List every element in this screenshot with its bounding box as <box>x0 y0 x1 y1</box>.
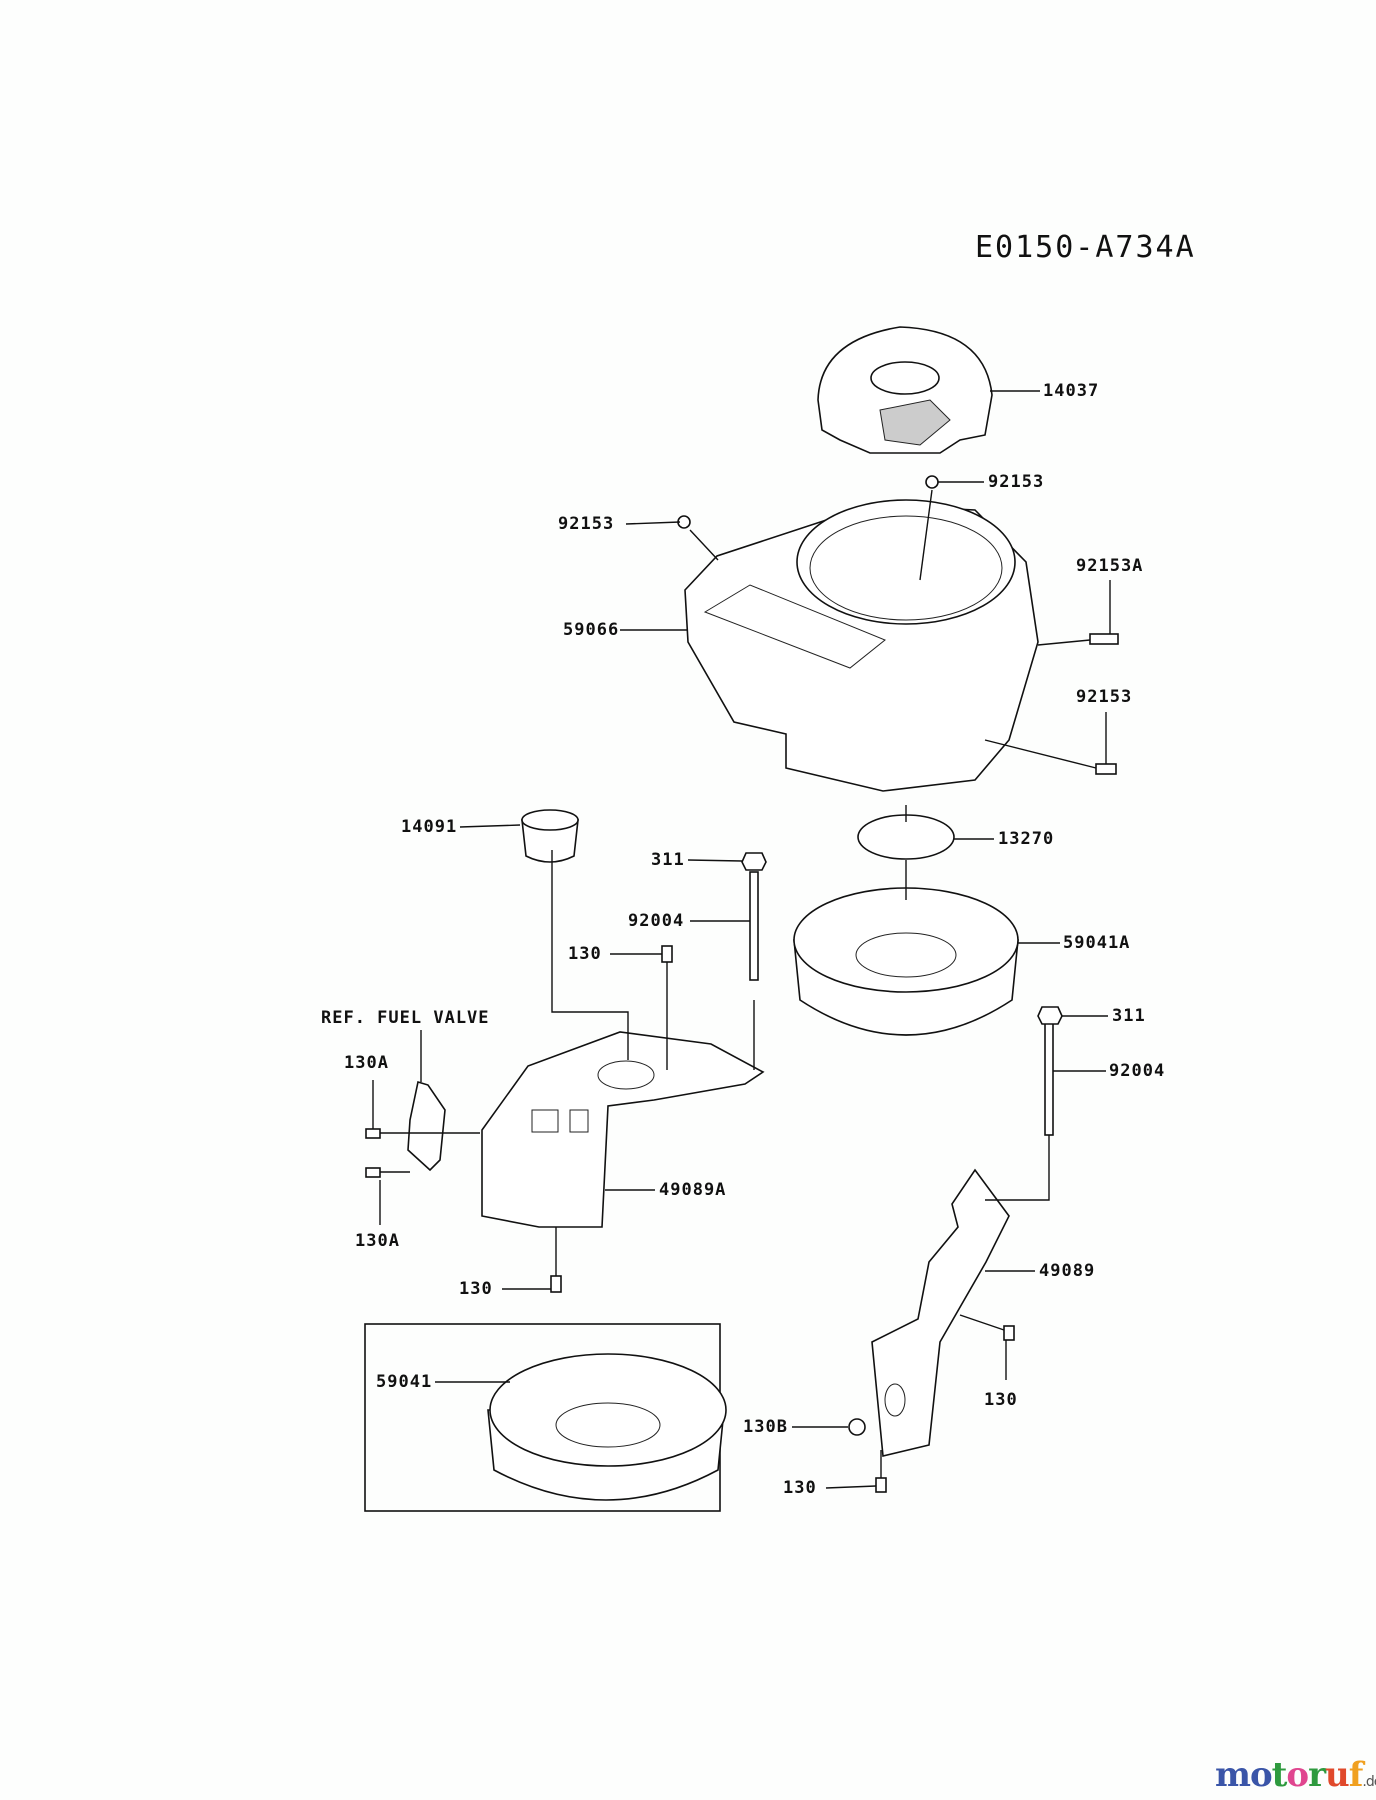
callout-14091: 14091 <box>401 817 458 837</box>
stud-part <box>1044 1019 1054 1136</box>
stud-part <box>749 871 759 981</box>
callout-92004: 92004 <box>628 911 685 931</box>
logo-letter: t <box>1271 1755 1288 1795</box>
fan-cover-part <box>817 326 993 454</box>
callout-92153: 92153 <box>558 514 615 534</box>
logo-letter: u <box>1325 1755 1350 1795</box>
nut-part <box>1037 1006 1063 1025</box>
logo-letter: o <box>1249 1755 1273 1795</box>
callout-130: 130 <box>568 944 602 964</box>
callout-130: 130 <box>783 1478 817 1498</box>
callout-130: 130 <box>459 1279 493 1299</box>
logo-letter: o <box>1286 1755 1309 1795</box>
baffle-49089-part <box>871 1168 1010 1457</box>
flywheel-59041A-part <box>793 887 1019 1036</box>
callout-130A: 130A <box>344 1053 389 1073</box>
diagram-code: E0150-A734A <box>975 230 1196 265</box>
callout-311: 311 <box>1112 1006 1146 1026</box>
callout-59066: 59066 <box>563 620 620 640</box>
flywheel-59041-part <box>487 1353 727 1501</box>
shroud-part <box>684 499 1039 792</box>
logo-letter: f <box>1348 1755 1364 1795</box>
callout-49089A: 49089A <box>659 1180 727 1200</box>
callout-92153A: 92153A <box>1076 556 1144 576</box>
logo-letter: m <box>1215 1755 1251 1795</box>
logo-letter: r <box>1308 1755 1326 1795</box>
callout-49089: 49089 <box>1039 1261 1096 1281</box>
callout-ref-fuel-valve: REF. FUEL VALVE <box>321 1008 490 1028</box>
callout-130B: 130B <box>743 1417 788 1437</box>
callout-13270: 13270 <box>998 829 1055 849</box>
callout-92153: 92153 <box>988 472 1045 492</box>
logo-name: motoruf <box>1215 1755 1364 1795</box>
baffle-49089A-part <box>481 1031 765 1228</box>
callout-92153: 92153 <box>1076 687 1133 707</box>
callout-311: 311 <box>651 850 685 870</box>
cup-part <box>521 809 579 863</box>
callout-59041A: 59041A <box>1063 933 1131 953</box>
fuel-valve-bracket <box>407 1080 446 1172</box>
callout-14037: 14037 <box>1043 381 1100 401</box>
leader-lines <box>372 390 1111 1489</box>
nut-part <box>741 852 767 871</box>
callout-92004: 92004 <box>1109 1061 1166 1081</box>
logo-suffix: .de <box>1362 1774 1376 1790</box>
callout-59041: 59041 <box>376 1372 433 1392</box>
callout-130A: 130A <box>355 1231 400 1251</box>
watermark-logo: motoruf.de <box>1215 1755 1376 1795</box>
callout-130: 130 <box>984 1390 1018 1410</box>
